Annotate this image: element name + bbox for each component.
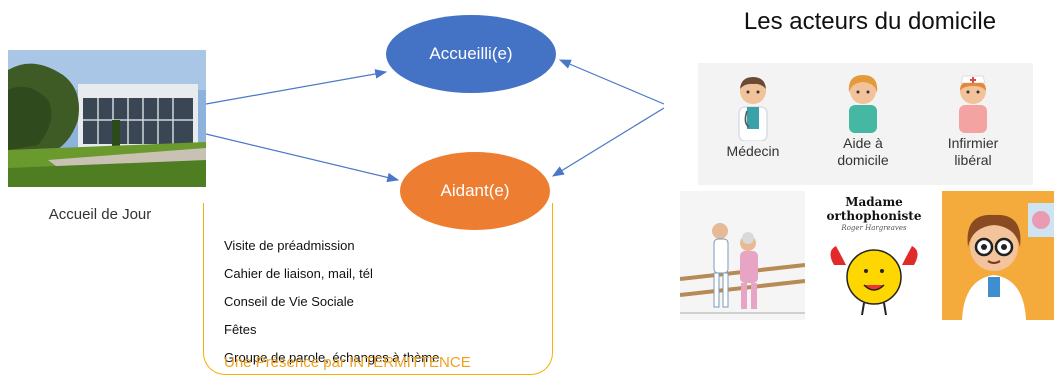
- book-title-line2: orthophoniste: [826, 209, 922, 223]
- accueilli-node: Accueilli(e): [386, 15, 556, 93]
- intermittence-note: Une Présence par INTERMITTENCE: [224, 354, 471, 371]
- professional-aide: Aide à domicile: [813, 63, 913, 169]
- accueilli-label: Accueilli(e): [429, 44, 513, 63]
- activity-item: Visite de préadmission: [224, 238, 355, 253]
- book-cover-image: Madame orthophoniste Roger Hargreaves: [806, 191, 942, 320]
- book-author: Roger Hargreaves: [841, 224, 907, 232]
- specialist-image: [942, 191, 1054, 320]
- professional-label: Aide à domicile: [837, 135, 889, 168]
- professional-medecin: Médecin: [703, 63, 803, 160]
- arrow-photo-to-accueilli: [205, 69, 388, 105]
- doctor-icon: [738, 77, 768, 141]
- activity-item: Fêtes: [224, 322, 257, 337]
- professional-label: Médecin: [726, 143, 780, 159]
- acteurs-title: Les acteurs du domicile: [743, 8, 997, 35]
- activity-item: Cahier de liaison, mail, tél: [224, 266, 373, 281]
- professional-label: Infirmier libéral: [947, 135, 999, 168]
- photo-caption: Accueil de Jour: [48, 206, 152, 223]
- activities-frame: [203, 203, 553, 375]
- activities-list: Visite de préadmission Cahier de liaison…: [224, 238, 439, 378]
- activity-item: Conseil de Vie Sociale: [224, 294, 354, 309]
- activity-item: Groupe de parole, échanges à thème: [224, 350, 440, 365]
- professional-infirmier: Infirmier libéral: [923, 63, 1023, 169]
- accueil-de-jour-photo: [8, 50, 206, 187]
- nurse-icon: [959, 75, 987, 133]
- arrow-acteurs-to-aidant: [551, 107, 665, 177]
- book-title-line1: Madame: [845, 195, 903, 209]
- arrow-acteurs-to-accueilli: [558, 59, 665, 105]
- professionals-panel: Médecin Aide à domicile Infirmier libéra…: [698, 63, 1033, 185]
- home-aide-icon: [848, 75, 878, 133]
- aidant-node: Aidant(e): [400, 152, 550, 230]
- arrow-photo-to-aidant: [205, 133, 400, 183]
- aidant-label: Aidant(e): [440, 181, 510, 200]
- physiotherapy-image: [680, 191, 805, 320]
